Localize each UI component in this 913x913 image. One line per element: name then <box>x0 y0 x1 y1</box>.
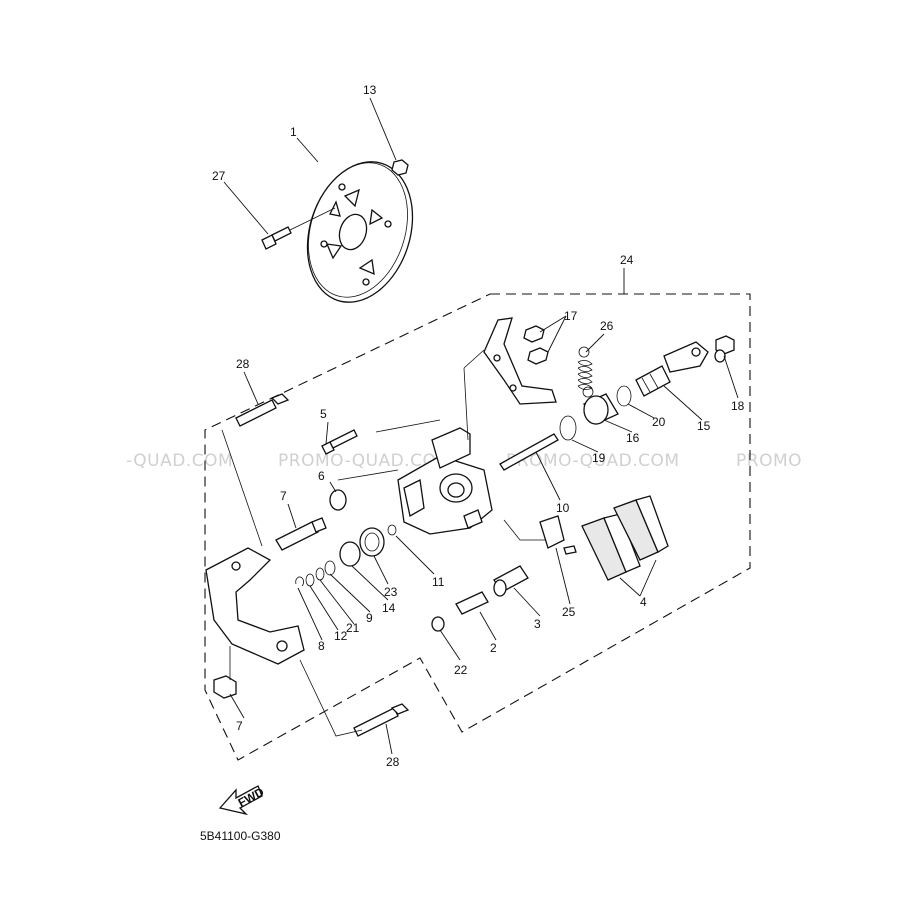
piston-seal <box>339 541 361 567</box>
watermark-text: PROMO <box>736 451 802 471</box>
pin-bolt <box>321 429 358 455</box>
callout-21: 2 <box>490 641 497 655</box>
callout-13: 16 <box>626 431 640 445</box>
guide-pin <box>275 517 327 551</box>
pin-bushing <box>329 489 347 511</box>
callout-1: 1 <box>290 125 297 139</box>
callout-18: 7 <box>280 489 287 503</box>
callout-25: 25 <box>562 605 576 619</box>
callout-23: 4 <box>640 595 647 609</box>
alignment-line <box>337 419 441 481</box>
watermark-text: PROMO-QUAD.COM <box>506 451 680 471</box>
o-ring-small <box>616 385 632 407</box>
diagram-part-code: 5B41100-G380 <box>200 829 281 843</box>
disc-nut <box>391 159 409 176</box>
pad-retainer <box>539 515 577 555</box>
caliper-body <box>397 427 493 535</box>
adjuster-nut <box>714 335 735 363</box>
callout-28a: 28 <box>236 357 250 371</box>
callout-17: 20 <box>652 415 666 429</box>
callout-12: 15 <box>697 419 711 433</box>
bracket-bolts <box>523 325 549 365</box>
callout-3: 13 <box>363 83 377 97</box>
adjuster-bolt <box>635 365 671 397</box>
fwd-label: FWD <box>236 785 267 810</box>
forward-direction-arrow: FWD <box>218 785 267 816</box>
o-ring-7 <box>387 524 397 536</box>
bracket-nut <box>213 675 237 699</box>
pad-spring-bracket <box>483 317 557 405</box>
bracket-bolt-lower <box>353 703 410 737</box>
callout-26: 26 <box>600 319 614 333</box>
callout-24: 5 <box>320 407 327 421</box>
callout-2: 27 <box>212 169 226 183</box>
watermark: -QUAD.COM PROMO-QUAD.COM PROMO-QUAD.COM … <box>126 451 802 471</box>
callout-numbers: 1 27 13 24 17 26 18 15 20 16 19 10 11 23… <box>212 83 745 769</box>
callout-6: 10 <box>556 501 570 515</box>
o-ring-large <box>559 415 577 441</box>
callout-16: 19 <box>592 451 606 465</box>
bracket-bolt-upper <box>235 393 290 427</box>
adjuster-link <box>663 341 709 373</box>
disc-bolt <box>261 207 336 250</box>
bleed-screw <box>493 565 529 597</box>
caliper-piston <box>359 527 385 557</box>
washer <box>315 567 325 581</box>
callout-11: 14 <box>382 601 396 615</box>
callout-27: 7 <box>236 719 243 733</box>
callout-4: 24 <box>620 253 634 267</box>
callout-5: 23 <box>384 585 398 599</box>
callout-20: 3 <box>534 617 541 631</box>
callout-28b: 28 <box>386 755 400 769</box>
callout-7b: 12 <box>334 629 348 643</box>
alignment-line <box>463 349 546 541</box>
caliper-bracket <box>205 547 305 665</box>
callout-8: 8 <box>318 639 325 653</box>
circlip <box>295 576 305 587</box>
copper-washer <box>431 616 445 632</box>
brake-disc <box>306 161 414 303</box>
callout-15: 18 <box>731 399 745 413</box>
o-ring <box>305 573 315 587</box>
callout-7: 11 <box>432 575 445 589</box>
watermark-text: PROMO-QUAD.COM <box>278 451 452 471</box>
callout-19: 6 <box>318 469 325 483</box>
alignment-line <box>299 659 363 737</box>
callout-22: 22 <box>454 663 468 677</box>
dust-seal <box>324 560 336 576</box>
callout-9: 9 <box>366 611 373 625</box>
adjuster-shaft <box>499 433 559 471</box>
adjuster-housing <box>583 393 619 425</box>
leader-lines <box>223 97 739 755</box>
callout-10: 21 <box>346 621 360 635</box>
union-bolt <box>455 591 489 615</box>
return-spring <box>577 346 594 398</box>
watermark-text: -QUAD.COM <box>126 451 233 471</box>
alignment-line <box>221 429 263 547</box>
brake-pads <box>581 495 669 581</box>
callout-14: 17 <box>564 309 578 323</box>
caliper-assembly-boundary <box>204 293 751 761</box>
